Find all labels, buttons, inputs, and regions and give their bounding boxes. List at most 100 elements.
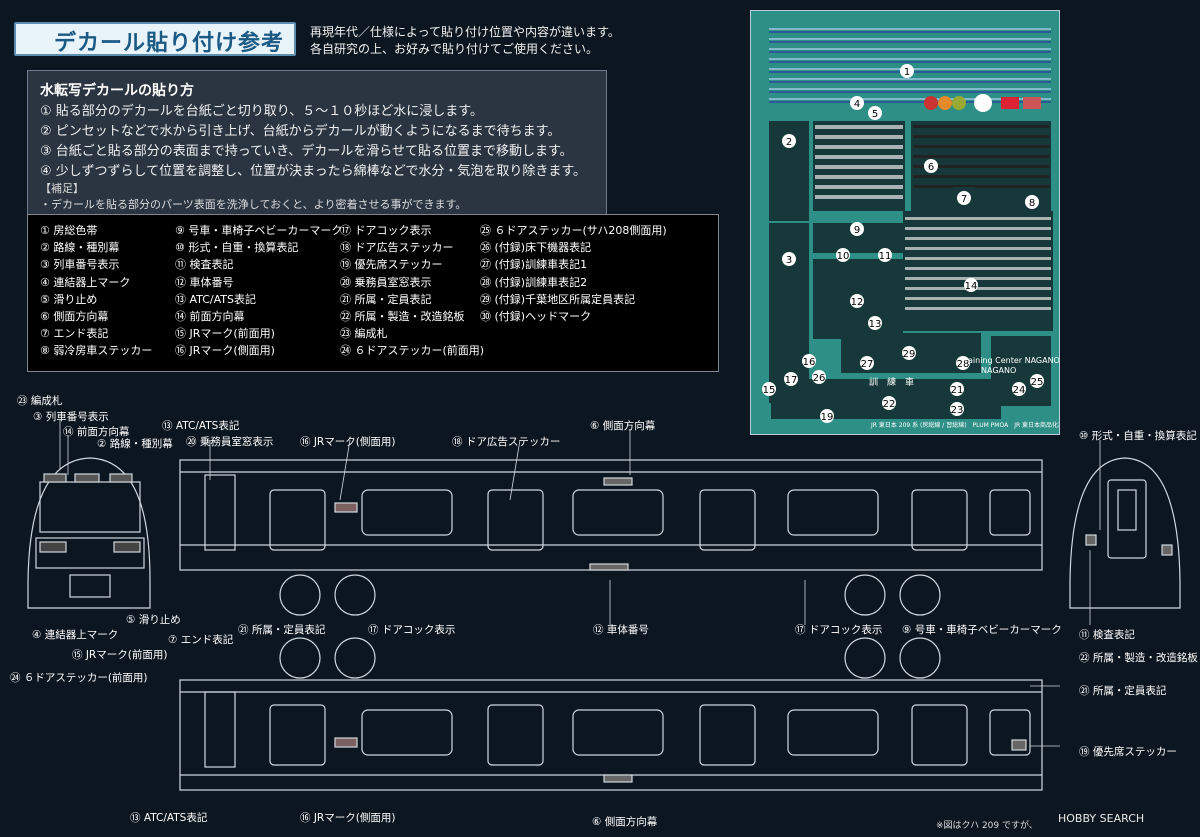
- legend-item: ⑱ ドア広告ステッカー: [340, 241, 454, 255]
- legend-item: ⑧ 弱冷房車ステッカー: [40, 344, 153, 358]
- decal-sheet: 1 2 3 4 5 6 7 8 9 10 11 12 13 14 15 16 1…: [750, 10, 1076, 435]
- legend-item: ⑦ エンド表記: [40, 327, 109, 341]
- legend-item: ⑫ 車体番号: [175, 275, 234, 289]
- legend-item: ⑭ 前面方向幕: [175, 310, 245, 324]
- callout-label: ㉒ 所属・製造・改造銘板: [1079, 652, 1198, 664]
- svg-text:29: 29: [903, 349, 916, 360]
- sheet-kunren: 訓 練 車: [869, 376, 914, 388]
- svg-text:11: 11: [879, 251, 892, 262]
- legend-col-1: ① 房総色帯 ② 路線・種別幕 ③ 列車番号表示 ④ 連結器上マーク ⑤ 滑り止…: [40, 222, 152, 360]
- side-view-top: [179, 459, 1043, 616]
- header-note: 再現年代／仕様によって貼り付け位置や内容が違います。 各自研究の上、お好みで貼り…: [310, 24, 620, 58]
- svg-text:1: 1: [904, 67, 910, 78]
- legend-col-2: ⑨ 号車・車椅子ベビーカーマーク ⑩ 形式・自重・換算表記 ⑪ 検査表記 ⑫ 車…: [175, 222, 342, 360]
- svg-text:7: 7: [961, 194, 967, 205]
- svg-text:19: 19: [821, 412, 834, 423]
- decal-legend: [27, 214, 719, 372]
- callout-label: ⑲ 優先席ステッカー: [1079, 746, 1177, 758]
- callout-label: ⑮ JRマーク(前面用): [72, 649, 168, 661]
- legend-item: ㉙ (付録)千葉地区所属定員表記: [480, 292, 636, 306]
- legend-item: ⑯ JRマーク(側面用): [175, 344, 275, 358]
- instruction-step: ③ 台紙ごと貼る部分の表面まで持っていき、デカールを滑らせて貼る位置まで移動しま…: [40, 144, 573, 159]
- callout-label: ⑱ ドア広告ステッカー: [452, 436, 561, 448]
- legend-item: ④ 連結器上マーク: [40, 275, 131, 289]
- callout-label: ⑪ 検査表記: [1079, 629, 1135, 641]
- callout-label: ④ 連結器上マーク: [32, 629, 119, 641]
- callout-label: ⑤ 滑り止め: [126, 614, 181, 626]
- instructions-panel: [27, 70, 607, 216]
- legend-item: ⑮ JRマーク(前面用): [175, 327, 275, 341]
- legend-item: ㉖ (付録)床下機器表記: [480, 241, 592, 255]
- callout-label: ⑳ 乗務員室窓表示: [186, 436, 274, 448]
- callout-label: ⑩ 形式・自重・換算表記: [1079, 430, 1197, 442]
- callout-label: ⑨ 号車・車椅子ベビーカーマーク: [902, 624, 1062, 636]
- svg-text:26: 26: [813, 373, 826, 384]
- page-title: デカール貼り付け参考: [54, 31, 285, 56]
- legend-item: ㉔ ６ドアステッカー(前面用): [340, 344, 485, 358]
- svg-text:5: 5: [872, 109, 878, 120]
- legend-item: ② 路線・種別幕: [40, 241, 120, 255]
- sheet-training-text-2: NAGANO: [981, 366, 1016, 375]
- legend-item: ⑬ ATC/ATS表記: [175, 292, 257, 306]
- svg-text:17: 17: [785, 375, 798, 386]
- sheet-training-text-1: Training Center NAGANO: [960, 356, 1059, 365]
- svg-text:10: 10: [837, 251, 850, 262]
- svg-text:8: 8: [1029, 198, 1035, 209]
- callout-label: ⑬ ATC/ATS表記: [130, 812, 208, 824]
- svg-text:4: 4: [854, 99, 860, 110]
- svg-text:2: 2: [786, 137, 792, 148]
- svg-text:12: 12: [851, 297, 864, 308]
- watermark: HOBBY SEARCH: [1058, 812, 1145, 825]
- legend-item: ③ 列車番号表示: [40, 258, 120, 272]
- svg-text:15: 15: [763, 385, 776, 396]
- svg-text:21: 21: [951, 385, 964, 396]
- svg-text:23: 23: [951, 405, 964, 416]
- legend-item: ⑨ 号車・車椅子ベビーカーマーク: [175, 224, 343, 237]
- callout-label: ⑬ ATC/ATS表記: [162, 420, 240, 432]
- legend-item: ⑪ 検査表記: [175, 258, 234, 272]
- legend-item: ㉓ 編成札: [340, 327, 388, 341]
- legend-item: ⑰ ドアコック表示: [340, 224, 432, 237]
- legend-item: ㉘ (付録)訓練車表記2: [480, 275, 588, 289]
- callout-label: ㉔ ６ドアステッカー(前面用): [10, 672, 148, 684]
- callout-label: ⑯ JRマーク(側面用): [300, 812, 396, 824]
- callout-label: ③ 列車番号表示: [33, 411, 109, 423]
- legend-item: ① 房総色帯: [40, 224, 98, 237]
- note-line-1: 再現年代／仕様によって貼り付け位置や内容が違います。: [310, 25, 620, 39]
- supplement-text: ・デカールを貼る部分のパーツ表面を洗浄しておくと、より密着させる事ができます。: [40, 198, 467, 211]
- svg-text:25: 25: [1031, 377, 1044, 388]
- svg-text:6: 6: [928, 162, 934, 173]
- legend-item: ㉑ 所属・定員表記: [340, 292, 432, 306]
- legend-item: ㉚ (付録)ヘッドマーク: [480, 310, 592, 324]
- legend-col-3: ⑰ ドアコック表示 ⑱ ドア広告ステッカー ⑲ 優先席ステッカー ⑳ 乗務員室窓…: [340, 222, 484, 360]
- legend-item: ⑥ 側面方向幕: [40, 310, 109, 324]
- callout-label: ⑥ 側面方向幕: [590, 420, 656, 432]
- title-box: [14, 22, 296, 56]
- svg-text:24: 24: [1013, 385, 1026, 396]
- callout-label: ⑰ ドアコック表示: [368, 624, 456, 636]
- instruction-step: ② ピンセットなどで水から引き上げ、台紙からデカールが動くようになるまで待ちます…: [40, 124, 561, 139]
- legend-item: ⑲ 優先席ステッカー: [340, 258, 443, 272]
- legend-item: ⑤ 滑り止め: [40, 292, 98, 306]
- instruction-step: ④ 少しずつずらして位置を調整し、位置が決まったら綿棒などで水分・気泡を取り除き…: [40, 164, 587, 179]
- legend-item: ㉒ 所属・製造・改造銘板: [340, 310, 465, 324]
- front-view: [27, 457, 151, 609]
- side-view-bottom: [179, 637, 1043, 791]
- instructions-heading: 水転写デカールの貼り方: [40, 83, 194, 99]
- callout-label: ② 路線・種別幕: [97, 438, 173, 450]
- svg-text:22: 22: [883, 399, 896, 410]
- sheet-footer: JR 東日本 209 系 (房総線 / 習総線) PLUM PMOA JR 東日…: [870, 421, 1059, 429]
- callout-label: ㉑ 所属・定員表記: [1079, 685, 1167, 697]
- svg-text:14: 14: [965, 281, 978, 292]
- callout-label: ㉓ 編成札: [17, 395, 63, 407]
- legend-item: ㉕ ６ドアステッカー(サハ208側面用): [480, 224, 667, 237]
- train-diagram: [27, 420, 1181, 791]
- legend-item: ⑩ 形式・自重・換算表記: [175, 241, 299, 255]
- svg-text:9: 9: [854, 225, 860, 236]
- callout-label: ⑦ エンド表記: [168, 634, 234, 646]
- supplement-label: 【補足】: [40, 182, 84, 195]
- instruction-step: ① 貼る部分のデカールを台紙ごと切り取り、５～１０秒ほど水に浸します。: [40, 104, 483, 119]
- svg-text:27: 27: [861, 359, 874, 370]
- callout-label: ⑭ 前面方向幕: [63, 426, 130, 438]
- legend-col-4: ㉕ ６ドアステッカー(サハ208側面用) ㉖ (付録)床下機器表記 ㉗ (付録)…: [480, 222, 667, 325]
